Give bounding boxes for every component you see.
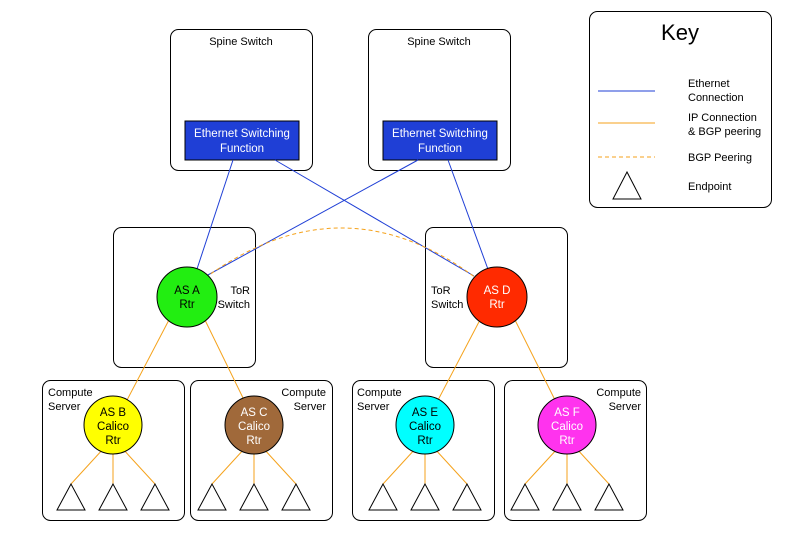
key-legend: Key Ethernet Connection IP Connection & … xyxy=(589,11,772,208)
compute-server-1: Compute Server AS B Calico Rtr xyxy=(48,387,170,511)
key-title: Key xyxy=(661,20,699,45)
ethernet-link-spine1-asd xyxy=(274,159,475,277)
calico-router-as-f-line-1: AS F xyxy=(554,407,580,419)
ethernet-link-spine1-asa xyxy=(195,159,234,273)
ip-link-asa-asc xyxy=(203,317,246,403)
compute-server-3: Compute Server AS E Calico Rtr xyxy=(357,387,482,511)
ip-link-asa-asb xyxy=(125,317,171,403)
calico-router-as-e-line-2: Calico xyxy=(409,421,441,433)
ip-link-asd-ase xyxy=(436,317,482,403)
router-as-a-label-line-2: Rtr xyxy=(179,299,195,311)
router-as-d-label-line-1: AS D xyxy=(484,285,511,297)
spine-2-function-line-2: Function xyxy=(418,143,462,155)
spine-1-function-line-2: Function xyxy=(220,143,264,155)
spine-switch-1: Spine Switch Ethernet Switching Function xyxy=(170,29,313,171)
compute-server-4: Compute Server AS F Calico Rtr xyxy=(510,387,642,511)
tor-switch-2-label-line-2: Switch xyxy=(431,299,463,311)
endpoint-icon xyxy=(594,482,624,511)
calico-router-as-b-line-2: Calico xyxy=(97,421,129,433)
compute-server-3-label-line-2: Server xyxy=(357,401,390,413)
calico-router-as-e xyxy=(395,395,455,455)
endpoint-icon xyxy=(281,482,311,511)
endpoint-icon xyxy=(410,482,440,511)
spine-1-function-line-1: Ethernet Switching xyxy=(194,128,290,140)
key-ethernet-label-line-1: Ethernet xyxy=(688,78,730,90)
tor-switch-1: AS A Rtr ToR Switch xyxy=(156,266,250,328)
endpoint-icon xyxy=(56,482,86,511)
key-bgp-label: BGP Peering xyxy=(688,152,752,164)
router-as-d xyxy=(466,266,528,328)
endpoint-icon xyxy=(98,482,128,511)
calico-router-as-f-line-3: Rtr xyxy=(559,435,575,447)
calico-router-as-c-line-2: Calico xyxy=(238,421,270,433)
compute-server-1-label-line-1: Compute xyxy=(48,387,93,399)
key-ip-label-line-1: IP Connection xyxy=(688,112,757,124)
compute-server-4-label-line-2: Server xyxy=(609,401,642,413)
endpoint-icon xyxy=(510,482,540,511)
compute-server-2-label-line-2: Server xyxy=(294,401,327,413)
router-as-a-label-line-1: AS A xyxy=(174,285,200,297)
calico-router-as-b-line-1: AS B xyxy=(100,407,127,419)
router-as-d-label-line-2: Rtr xyxy=(489,299,505,311)
endpoint-icon xyxy=(197,482,227,511)
endpoint-icon xyxy=(239,482,269,511)
endpoint-links-server-3 xyxy=(382,447,468,485)
spine-switch-1-label: Spine Switch xyxy=(209,36,273,48)
spine-2-function-line-1: Ethernet Switching xyxy=(392,128,488,140)
compute-server-2: Compute Server AS C Calico Rtr xyxy=(197,387,327,511)
compute-server-4-label-line-1: Compute xyxy=(596,387,641,399)
tor-switch-1-label-line-2: Switch xyxy=(218,299,250,311)
compute-server-3-label-line-1: Compute xyxy=(357,387,402,399)
spine-switch-2: Spine Switch Ethernet Switching Function xyxy=(368,29,511,171)
key-ip-label-line-2: & BGP peering xyxy=(688,126,761,138)
key-endpoint-icon xyxy=(612,170,642,200)
tor-switch-1-label-line-1: ToR xyxy=(230,285,250,297)
endpoint-links-server-2 xyxy=(211,447,297,485)
endpoint-icon xyxy=(368,482,398,511)
calico-router-as-b xyxy=(83,395,143,455)
compute-server-1-label-line-2: Server xyxy=(48,401,81,413)
calico-router-as-b-line-3: Rtr xyxy=(105,435,121,447)
key-ethernet-label-line-2: Connection xyxy=(688,92,744,104)
calico-router-as-e-line-1: AS E xyxy=(412,407,439,419)
spine-2-ethernet-switching-function xyxy=(382,120,498,161)
ip-link-asd-asf xyxy=(513,317,557,403)
ethernet-link-spine2-asa xyxy=(205,159,419,277)
key-box xyxy=(589,11,772,208)
endpoint-links-server-4 xyxy=(524,447,610,485)
calico-router-as-e-line-3: Rtr xyxy=(417,435,433,447)
compute-server-2-label-line-1: Compute xyxy=(281,387,326,399)
router-as-a xyxy=(156,266,218,328)
endpoint-icon xyxy=(140,482,170,511)
spine-switch-2-label: Spine Switch xyxy=(407,36,471,48)
calico-router-as-c-line-1: AS C xyxy=(241,407,268,419)
endpoint-icon xyxy=(452,482,482,511)
calico-router-as-c-line-3: Rtr xyxy=(246,435,262,447)
endpoint-links-server-1 xyxy=(70,447,156,485)
tor-switch-2: AS D Rtr ToR Switch xyxy=(431,266,528,328)
calico-router-as-c xyxy=(224,395,284,455)
bgp-peering-asa-asd xyxy=(204,227,477,279)
endpoint-icon xyxy=(552,482,582,511)
spine-1-ethernet-switching-function xyxy=(184,120,300,161)
key-endpoint-label: Endpoint xyxy=(688,181,731,193)
tor-switch-2-label-line-1: ToR xyxy=(431,285,451,297)
calico-router-as-f-line-2: Calico xyxy=(551,421,583,433)
calico-router-as-f xyxy=(537,395,597,455)
ethernet-link-spine2-asd xyxy=(447,159,490,273)
